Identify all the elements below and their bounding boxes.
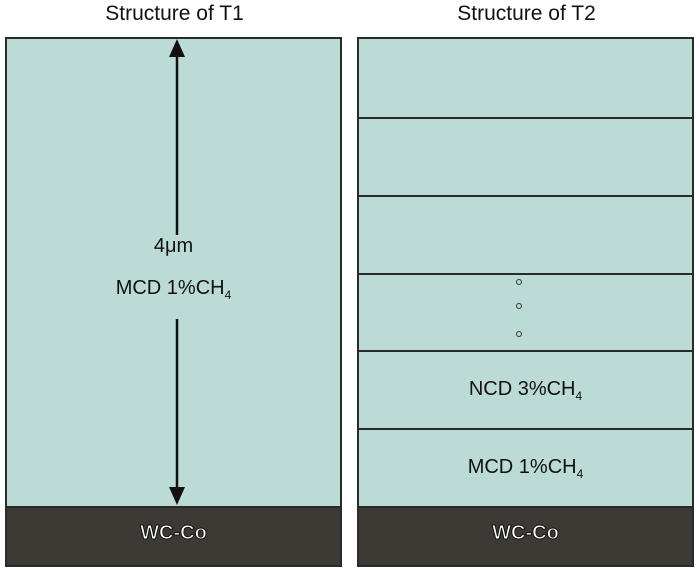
layer-ncd-t2: NCD 3%CH4: [359, 352, 692, 430]
panel-structure-t1: 4μm MCD 1%CH4 WC-Co: [5, 37, 342, 567]
title-structure-t2: Structure of T2: [457, 2, 596, 25]
film-label-t1: MCD 1%CH4: [115, 277, 232, 302]
substrate-t2: WC-Co: [359, 506, 692, 565]
substrate-label-t1: WC-Co: [140, 522, 208, 545]
ellipsis-dot-icon: [516, 331, 522, 337]
layer-ncd-label: NCD 3%CH4: [468, 378, 583, 403]
title-structure-t1: Structure of T1: [105, 2, 244, 25]
layer-mcd-t2: MCD 1%CH4: [359, 430, 692, 506]
substrate-t1: WC-Co: [7, 506, 340, 565]
ellipsis-dot-icon: [516, 279, 522, 285]
layer-t2-3: [359, 197, 692, 275]
layer-t2-2: [359, 119, 692, 197]
ellipsis-dot-icon: [516, 303, 522, 309]
substrate-label-t2: WC-Co: [492, 522, 560, 545]
layer-t2-1: [359, 39, 692, 119]
thickness-arrow-icon: [169, 39, 185, 505]
layer-mcd-label: MCD 1%CH4: [467, 456, 584, 481]
layer-mcd-film-t1: [7, 39, 340, 506]
thickness-label: 4μm: [153, 235, 194, 257]
layer-t2-4: [359, 275, 692, 352]
panel-structure-t2: NCD 3%CH4 MCD 1%CH4 WC-Co: [357, 37, 694, 567]
